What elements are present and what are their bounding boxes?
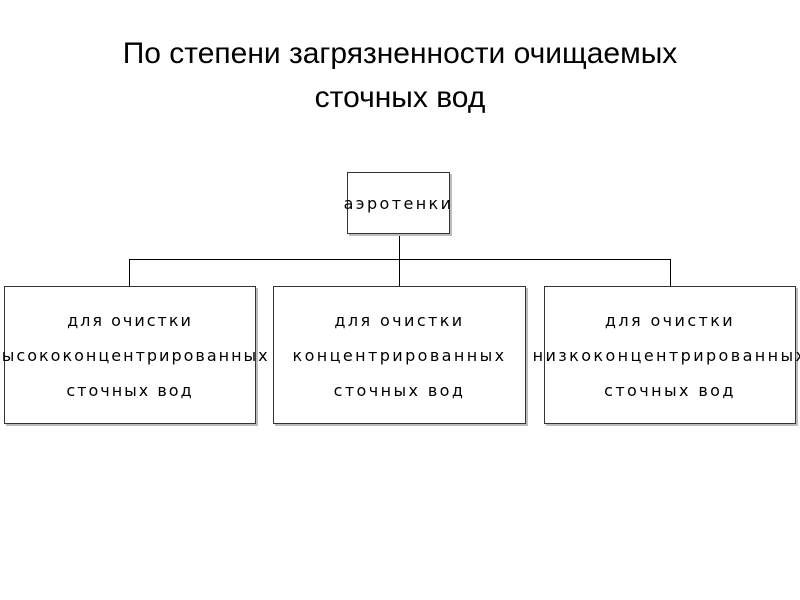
page-title-line-2: сточных вод <box>314 81 486 114</box>
child-node-1-line-3: сточных вод <box>66 380 194 400</box>
child-node-2-line-2: концентрированных <box>292 345 507 365</box>
child-node-3-line-2: низкоконцентрированных <box>532 345 800 365</box>
child-node-1-line-1: для очистки <box>67 310 193 330</box>
child-node-high-concentration: для очистки высококонцентрированных сточ… <box>0 286 268 424</box>
child-node-low-concentration: для очистки низкоконцентрированных сточн… <box>533 286 800 424</box>
connector-drop-center <box>399 259 400 286</box>
child-node-2-line-3: сточных вод <box>333 380 466 400</box>
child-node-3-line-3: сточных вод <box>604 380 736 400</box>
connector-horizontal-bar <box>129 259 671 260</box>
page-title-line-1: По степени загрязненности очищаемых <box>122 37 678 70</box>
connector-drop-right <box>670 259 671 286</box>
child-node-1-line-2: высококонцентрированных <box>0 345 270 365</box>
connector-drop-left <box>129 259 130 286</box>
root-node-aerotanks: аэротенки <box>344 172 451 234</box>
page-title: По степени загрязненности очищаемых сточ… <box>40 32 760 120</box>
child-node-concentrated: для очистки концентрированных сточных во… <box>273 286 526 424</box>
root-node-label: аэротенки <box>343 193 454 213</box>
child-node-2-line-1: для очистки <box>334 310 465 330</box>
child-node-3-line-1: для очистки <box>604 310 736 330</box>
connector-root-stem <box>399 234 400 259</box>
